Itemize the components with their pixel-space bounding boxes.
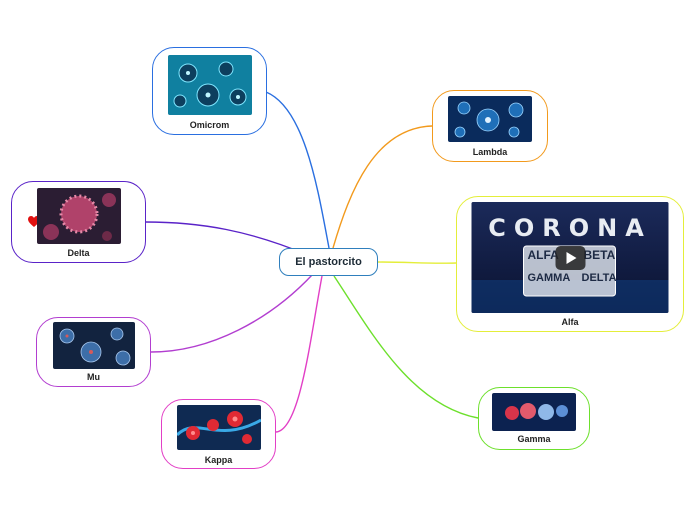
- topic-gamma[interactable]: Gamma: [478, 387, 590, 450]
- virus-image: [52, 322, 135, 369]
- central-topic-label: El pastorcito: [295, 256, 362, 268]
- link-kappa: [275, 275, 323, 433]
- link-alfa: [377, 261, 457, 264]
- video-word: BETA: [583, 248, 616, 262]
- link-omicrom: [265, 91, 330, 249]
- topic-label: Kappa: [204, 455, 233, 465]
- topic-label: Lambda: [472, 147, 508, 157]
- topic-label: Alfa: [561, 317, 579, 327]
- video-banner: CORONA: [488, 214, 652, 242]
- topic-label: Delta: [67, 248, 90, 258]
- virus-image: [448, 96, 532, 142]
- video-word: ALFA: [527, 248, 559, 262]
- topic-alfa[interactable]: CORONA ALFA BETA GAMMA DELTA Alfa: [456, 196, 684, 332]
- virus-image: [36, 188, 121, 244]
- topic-label: Gamma: [517, 434, 551, 444]
- topic-omicrom[interactable]: Omicrom: [152, 47, 267, 135]
- central-topic[interactable]: El pastorcito: [279, 248, 378, 276]
- topic-kappa[interactable]: Kappa: [161, 399, 276, 469]
- topic-label: Omicrom: [189, 120, 230, 130]
- virus-image: [167, 55, 252, 115]
- video-word: DELTA: [581, 272, 617, 284]
- topic-label: Mu: [87, 372, 100, 382]
- link-gamma: [333, 275, 479, 419]
- link-lambda: [332, 125, 433, 249]
- video-word: GAMMA: [527, 272, 571, 284]
- play-icon[interactable]: [555, 246, 586, 270]
- topic-lambda[interactable]: Lambda: [432, 90, 548, 162]
- link-mu: [150, 273, 314, 353]
- topic-mu[interactable]: Mu: [36, 317, 151, 387]
- virus-image: [492, 393, 576, 431]
- topic-delta[interactable]: Delta: [11, 181, 146, 263]
- virus-image: [176, 405, 261, 450]
- video-thumbnail[interactable]: CORONA ALFA BETA GAMMA DELTA: [471, 202, 669, 313]
